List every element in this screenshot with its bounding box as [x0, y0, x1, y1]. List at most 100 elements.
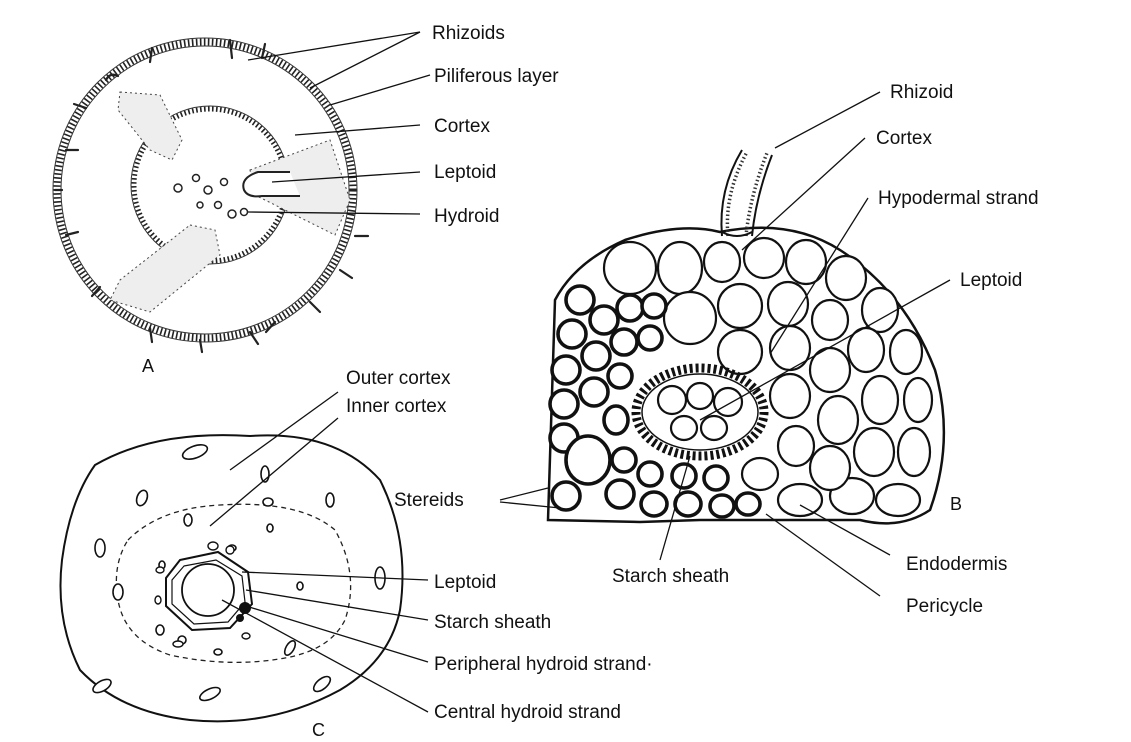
panel-b-cell [687, 383, 713, 409]
panel-b-stereid [641, 492, 667, 516]
panel-c-central-hydroid-strand [182, 564, 234, 616]
panel-a-rhizoid [310, 302, 320, 312]
panel-a-rhizoid [340, 270, 352, 278]
panel-b-cell [664, 292, 716, 344]
panel-b-cell [658, 242, 702, 294]
panel-a-bridge-upper [118, 92, 182, 160]
panel-c-leptoid-cell [155, 596, 161, 604]
panel-c-letter: C [312, 720, 325, 740]
panel-b-cell [826, 256, 866, 300]
panel-b-letter: B [950, 494, 962, 514]
panel-a-drawing [53, 32, 430, 352]
panel-b-stereid [617, 295, 643, 321]
panel-a-leptoid-tube [243, 172, 300, 196]
panel-a-hydroid [221, 179, 228, 186]
panel-b-rhizoid-outer [721, 150, 742, 236]
panel-b-stereid [611, 329, 637, 355]
panel-c-cell [95, 539, 105, 557]
panel-b-cell [604, 242, 656, 294]
panel-a-hydroid [215, 202, 222, 209]
panel-b-stereid [580, 378, 608, 406]
panel-c-label-leptoid: Leptoid [434, 572, 496, 593]
panel-b-cell [778, 426, 814, 466]
panel-b-cell [854, 428, 894, 476]
panel-b-label-pericycle: Pericycle [906, 596, 983, 617]
panel-b-label-hypodermal-strand: Hypodermal strand [878, 188, 1039, 209]
panel-c-label-outer-cortex: Outer cortex [346, 368, 451, 389]
panel-a-hydroids [174, 175, 248, 219]
panel-b-stereid [606, 480, 634, 508]
panel-b-stereid [566, 286, 594, 314]
panel-b-cell [876, 484, 920, 516]
panel-c-label-inner-cortex: Inner cortex [346, 396, 447, 417]
panel-c-peripheral-hydroid-strand-2 [236, 614, 244, 622]
panel-a-label-hydroid: Hydroid [434, 206, 499, 227]
panel-b-stereid [638, 462, 662, 486]
panel-c-leptoid-cell [242, 633, 250, 639]
panel-b-cell [714, 388, 742, 416]
panel-a-leader-cortex [295, 125, 420, 135]
panel-b-cell [812, 300, 848, 340]
panel-c-cell [263, 498, 273, 506]
panel-b-stereid [552, 482, 580, 510]
panel-b-cell [890, 330, 922, 374]
panel-a-hydroid [241, 209, 248, 216]
panel-b-stereid [552, 356, 580, 384]
panel-b-rhizoid-inner [752, 155, 772, 236]
panel-c-leptoid-cell [156, 567, 164, 573]
panel-a-bridge-lower [110, 225, 220, 312]
panel-b-cell [770, 326, 810, 370]
panel-c-drawing [60, 392, 428, 721]
panel-a-rhizoid [230, 40, 232, 58]
panel-a-leader-rhizoids-1 [248, 32, 420, 60]
panel-b-cell [818, 396, 858, 444]
panel-b-stereid [566, 436, 610, 484]
panel-a-label-leptoid: Leptoid [434, 162, 496, 183]
panel-a-leader-piliferous [330, 75, 430, 105]
panel-b-label-starch-sheath: Starch sheath [612, 566, 729, 587]
panel-b-cell [701, 416, 727, 440]
panel-b-stereid [608, 364, 632, 388]
panel-b-stereid [612, 448, 636, 472]
panel-c-cell [184, 514, 192, 526]
panel-c-cell [326, 493, 334, 507]
panel-b-leader-pericycle [766, 514, 880, 596]
panel-c-label-starch-sheath: Starch sheath [434, 612, 551, 633]
panel-b-cell [862, 288, 898, 332]
panel-b-cell [904, 378, 932, 422]
panel-a-letter: A [142, 356, 154, 376]
panel-a-hydroid [193, 175, 200, 182]
panel-c-cell [297, 582, 303, 590]
panel-a-hydroid [228, 210, 236, 218]
panel-b-cell [744, 238, 784, 278]
panel-b-cell [742, 458, 778, 490]
panel-c-leptoid-cell [208, 542, 218, 550]
panel-b-cell [862, 376, 898, 424]
panel-a-label-cortex: Cortex [434, 116, 490, 137]
panel-b-cell [898, 428, 930, 476]
panel-c-cell [156, 625, 164, 635]
panel-b-stereid [604, 406, 628, 434]
panel-b-label-endodermis: Endodermis [906, 554, 1007, 575]
panel-a-hydroid [197, 202, 203, 208]
panel-b-label-rhizoid: Rhizoid [890, 82, 953, 103]
panel-b-stereid [550, 390, 578, 418]
panel-c-cell [267, 524, 273, 532]
panel-c-cell [113, 584, 123, 600]
panel-a-label-piliferous-layer: Piliferous layer [434, 66, 559, 87]
panel-b-stereid [642, 294, 666, 318]
panel-b-stereid [736, 493, 760, 515]
panel-c-leptoid-cell [226, 546, 234, 554]
panel-a-hydroid [204, 186, 212, 194]
panel-b-label-leptoid: Leptoid [960, 270, 1022, 291]
panel-c-label-central-hydroid-strand: Central hydroid strand [434, 702, 621, 723]
panel-b-cell [770, 374, 810, 418]
panel-c-label-peripheral-hydroid-strand: Peripheral hydroid strand· [434, 654, 653, 675]
panel-a-hydroid [174, 184, 182, 192]
panel-b-stereid [582, 342, 610, 370]
panel-b-cell [810, 446, 850, 490]
panel-b-leader-rhizoid [775, 92, 880, 148]
panel-b-drawing [500, 92, 950, 596]
panel-b-cell [718, 330, 762, 374]
